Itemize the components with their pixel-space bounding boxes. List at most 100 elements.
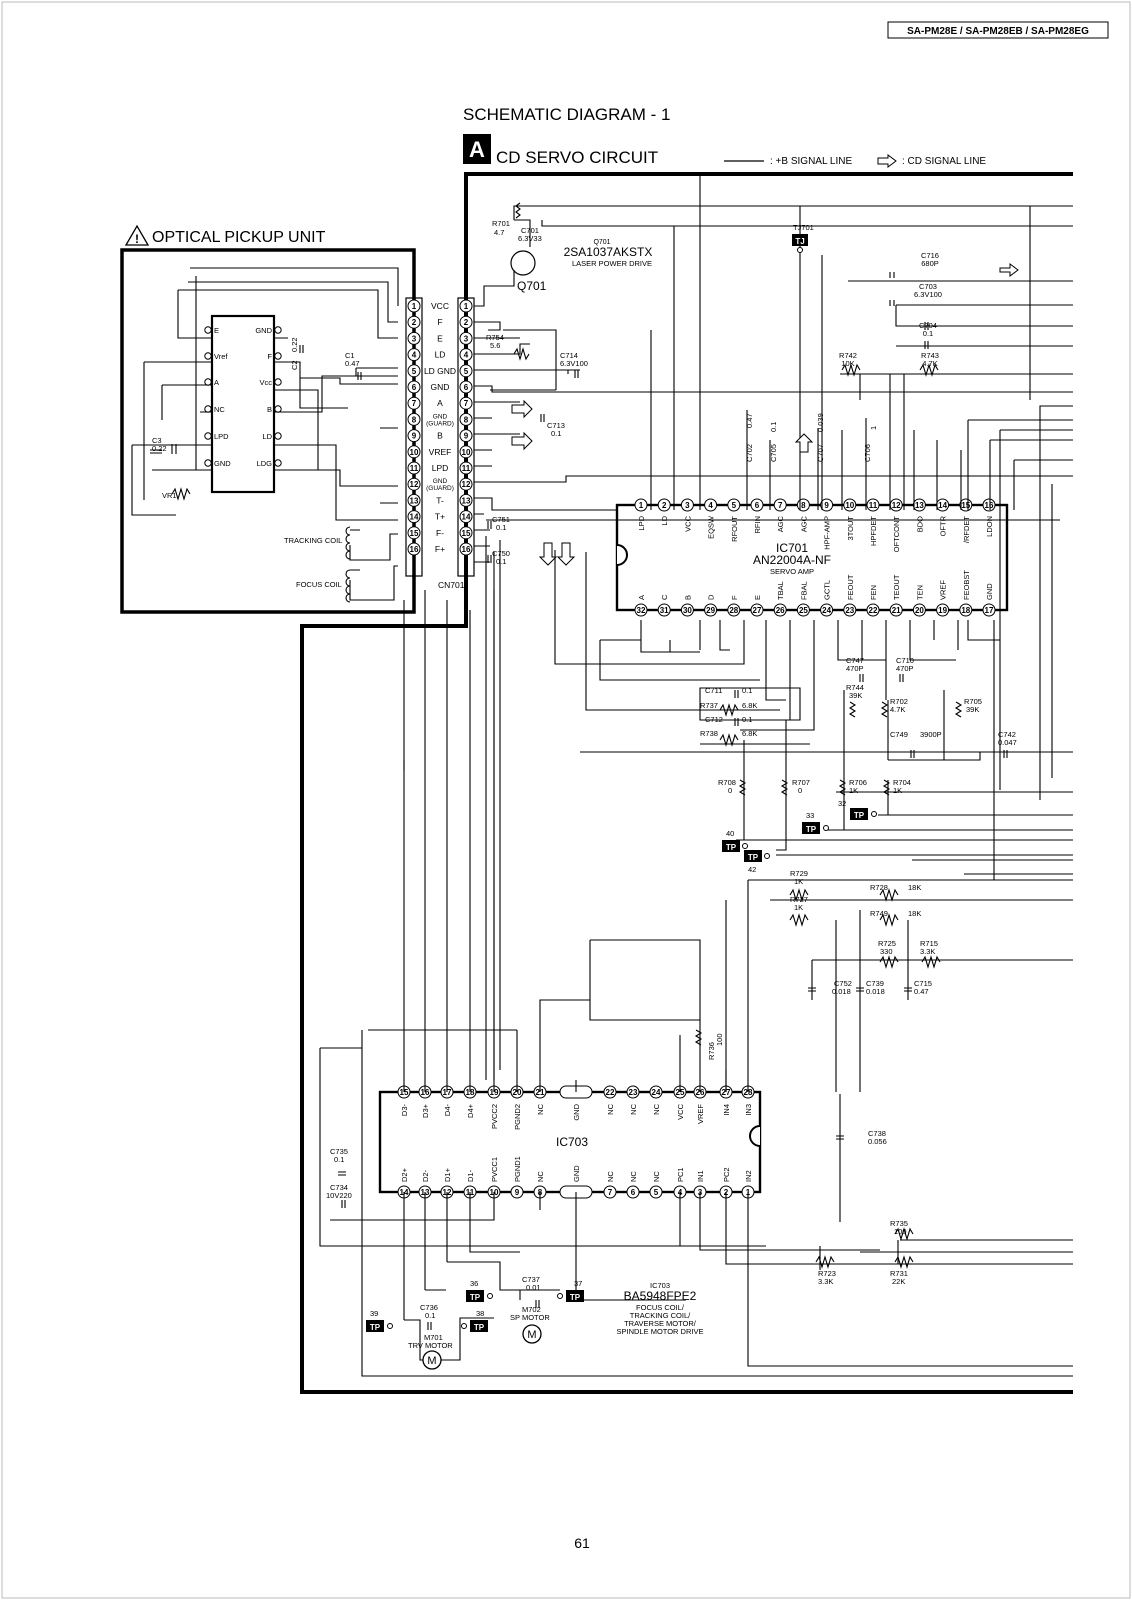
c716-value: 680P (921, 259, 939, 268)
ic701-pin-label: EQSW (707, 515, 716, 539)
cd-arrow-hpf (794, 433, 814, 453)
c750-label: C750 (492, 549, 510, 558)
ic701-pin-label: HPF-AMP (823, 516, 832, 550)
tp-box (722, 840, 740, 852)
cn701-pin (407, 429, 421, 443)
ic701-pin-number: 25 (799, 606, 808, 615)
opu-pin-label: LDG (257, 459, 273, 468)
r727-label: R727 (790, 895, 808, 904)
r735-label: R735 (890, 1219, 908, 1228)
ic701-pin-label: B (683, 595, 692, 600)
opu-pin-label: B (267, 405, 272, 414)
c735-label: C735 (330, 1147, 348, 1156)
focus-coil-label: FOCUS COIL (296, 580, 342, 589)
opu-chip (210, 314, 276, 494)
ic701-pin-label: TBAL (776, 581, 785, 600)
c737-label: C737 (522, 1275, 540, 1284)
tj-box (792, 234, 808, 246)
ic701-pin-number: 29 (706, 606, 715, 615)
ic703-pin-label: D4- (443, 1104, 452, 1117)
ic703-pin-label: GND (572, 1165, 581, 1182)
ic703-pin-label: PGND2 (513, 1104, 522, 1130)
cn701-pin-label: T- (436, 495, 444, 505)
c701-value: 6.3V33 (518, 234, 542, 243)
cn701-pin (407, 299, 421, 313)
cn701-pin-number: 16 (410, 545, 419, 554)
section-letter: A (469, 137, 485, 162)
ic703-bottom-pin (649, 1185, 663, 1199)
cn701-pin (459, 526, 473, 540)
ic701-pin-number: 14 (938, 501, 947, 510)
cn701-pin-number: 14 (410, 513, 419, 522)
r737-value: 6.8K (742, 701, 757, 710)
c704-value: 0.1 (923, 329, 933, 338)
frame-line (300, 172, 1073, 1394)
cn701-pin (459, 429, 473, 443)
q701-ref: Q701 (593, 239, 610, 246)
cn701-pin (407, 526, 421, 540)
tp-terminal (461, 1323, 467, 1329)
ic701-top-pin (820, 498, 834, 512)
tj701-terminal[interactable] (797, 247, 803, 253)
ic701-pin-number: 23 (845, 606, 854, 615)
ic701-pin-label: GND (985, 583, 994, 600)
opu-pin-left (204, 378, 212, 386)
ic701-top-pin (912, 498, 926, 512)
section-letter-box (463, 134, 491, 164)
ic703-top-pin (603, 1085, 617, 1099)
cn701-pin-number: 6 (464, 383, 469, 392)
coil-symbols (345, 526, 351, 603)
m702-desc: SP MOTOR (510, 1313, 550, 1322)
r727-value: 1K (794, 903, 803, 912)
c705-value: 0.1 (769, 422, 778, 432)
cn701-pin-label: F- (436, 528, 444, 538)
ic703-pin-number: 22 (606, 1088, 615, 1097)
c2-value: 0.22 (290, 337, 299, 352)
tp-box (470, 1320, 488, 1332)
c712-value: 0.1 (742, 715, 752, 724)
ic701-pin-label: FEOBST (962, 570, 971, 600)
ic701-pin-label: LDON (985, 516, 994, 537)
ic703-pin-label: NC (652, 1171, 661, 1182)
c705-label: C705 (769, 444, 778, 462)
cn701-pin-label: VREF (429, 447, 452, 457)
opu-pin-label: Vcc (259, 378, 272, 387)
ic701-pin-label: D (707, 594, 716, 600)
c713-label: C713 (547, 421, 565, 430)
c707-value: 0.039 (816, 413, 825, 432)
tp-number: 32 (838, 799, 846, 808)
ic701-pin-number: 32 (637, 606, 646, 615)
r728-label: R728 (870, 883, 888, 892)
ic703-pin-number: 17 (443, 1088, 452, 1097)
tj-text: TJ (795, 237, 804, 246)
cn701-pin-label: F (437, 317, 442, 327)
cn701-pin-label: (GUARD) (426, 420, 454, 427)
r729-label: R729 (790, 869, 808, 878)
ic703-pin-label: D3+ (421, 1103, 430, 1118)
opu-pin-right (274, 326, 282, 334)
model-header: SA-PM28E / SA-PM28EB / SA-PM28EG (907, 26, 1089, 37)
r708-value: 0 (728, 786, 732, 795)
r705-value: 39K (966, 705, 979, 714)
ic701-top-pin (843, 498, 857, 512)
c712-label: C712 (705, 715, 723, 724)
ic701-pin-number: 24 (822, 606, 831, 615)
ic701-pin-label: AGC (776, 515, 785, 532)
cn701-pin-number: 7 (412, 399, 417, 408)
c739-label: C739 (866, 979, 884, 988)
opu-pin-label: NC (214, 405, 225, 414)
vr1-label: VR1 (162, 491, 177, 500)
cn701-pin-number: 2 (464, 318, 469, 327)
c752-value: 0.018 (832, 987, 851, 996)
ic703-pin-number: 15 (400, 1088, 409, 1097)
ic701-bottom-pin (796, 603, 810, 617)
cn701-left-body (405, 297, 423, 577)
c706-label: C706 (863, 444, 872, 462)
ic703-pin-label: NC (629, 1103, 638, 1114)
ic701-pin-number: 5 (732, 501, 737, 510)
ic701-pin-label: VCC (683, 515, 692, 531)
cn701-pin-number: 3 (412, 334, 417, 343)
opu-pin-label: GND (255, 326, 272, 335)
tracking-coil-label: TRACKING COIL (284, 536, 342, 545)
ic701-pin-number: 17 (985, 606, 994, 615)
